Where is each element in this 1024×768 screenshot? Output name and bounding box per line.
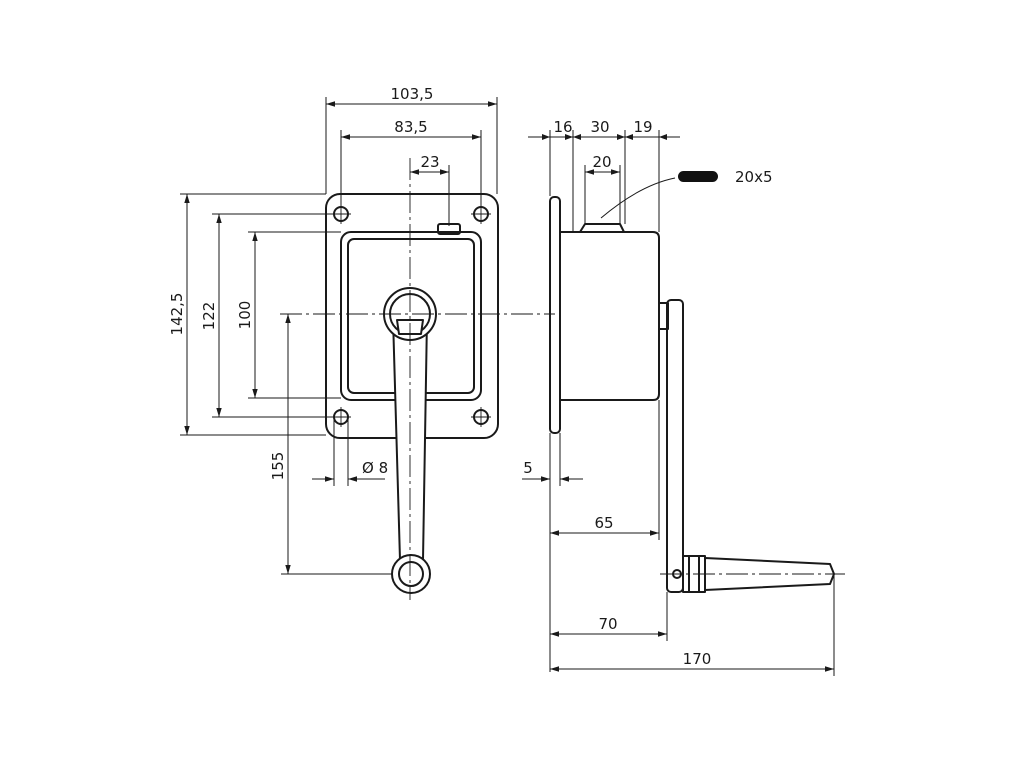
side-view: 20x5 16 30 19 20 5 65 70 170 (522, 118, 845, 676)
side-handle-grip (704, 557, 835, 591)
leader-line (600, 177, 676, 219)
front-view: 103,5 83,5 23 142,5 122 100 155 (168, 85, 555, 600)
dim-label-housing-height: 100 (236, 301, 254, 330)
dim-label-hole-diameter: Ø 8 (362, 459, 388, 477)
dim-label-overall-height: 142,5 (168, 293, 186, 336)
dim-label-30: 30 (590, 118, 609, 136)
side-housing (559, 231, 660, 401)
slot-symbol (678, 171, 718, 182)
side-key (579, 223, 625, 233)
dim-label-170: 170 (683, 650, 712, 668)
dim-label-overall-width: 103,5 (391, 85, 434, 103)
dim-label-16: 16 (553, 118, 572, 136)
dim-label-offset: 23 (420, 153, 439, 171)
dim-label-hole-spacing-y: 122 (200, 302, 218, 331)
side-plate (549, 196, 561, 434)
dim-label-5: 5 (523, 459, 533, 477)
dim-label-70: 70 (598, 615, 617, 633)
side-crank-arm (666, 299, 684, 593)
dim-label-hole-spacing-x: 83,5 (394, 118, 427, 136)
dim-label-crank-radius: 155 (269, 452, 287, 481)
dim-label-19: 19 (633, 118, 652, 136)
dim-label-20: 20 (592, 153, 611, 171)
handle-end-inner (398, 561, 424, 587)
dim-label-65: 65 (594, 514, 613, 532)
slot-label: 20x5 (735, 168, 773, 186)
